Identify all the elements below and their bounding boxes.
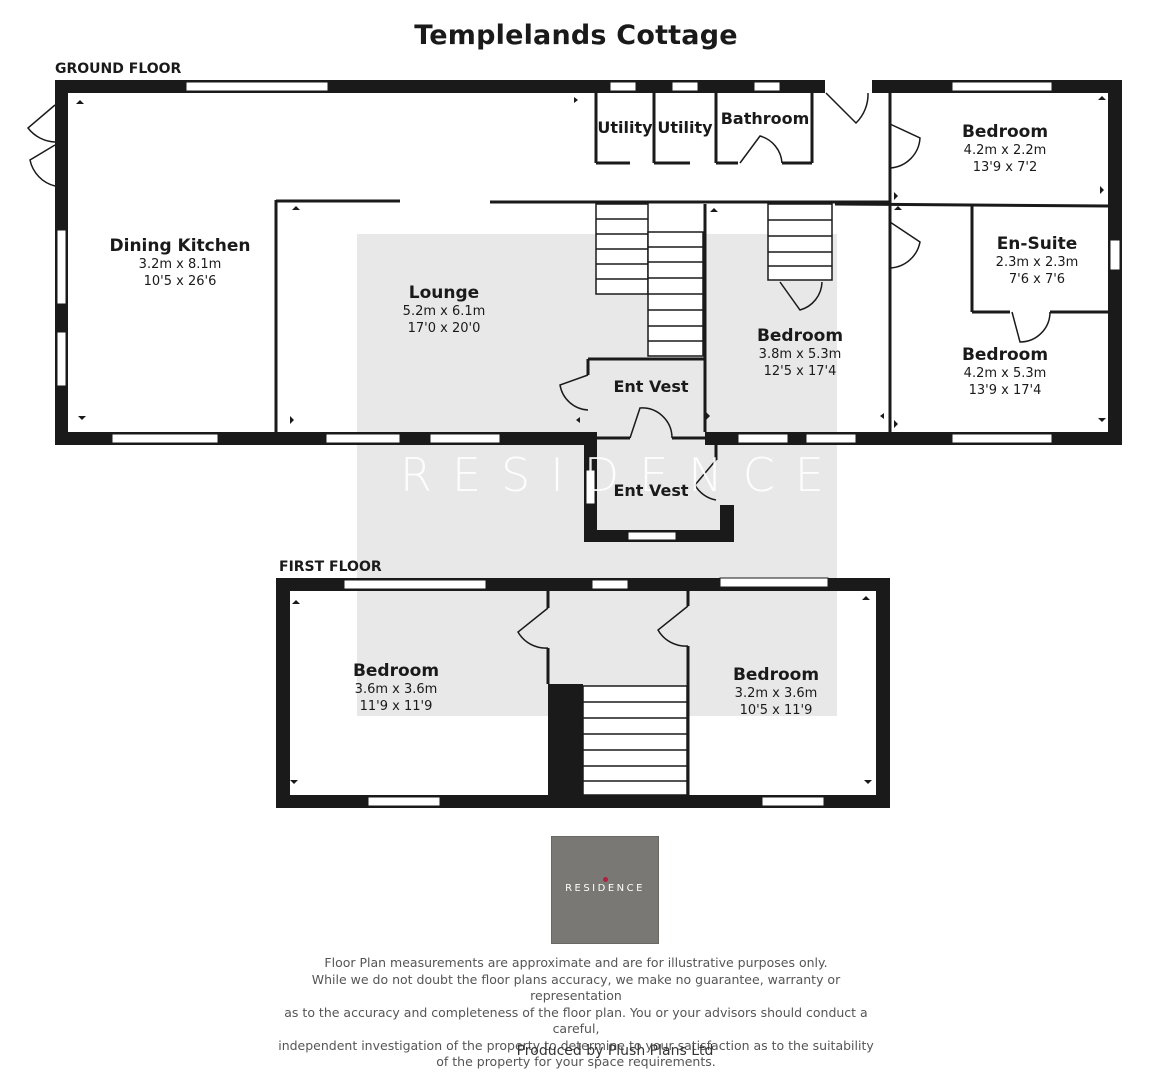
- room-first-bedroom-left: Bedroom 3.6m x 3.6m 11'9 x 11'9: [326, 661, 466, 715]
- room-en-suite: En-Suite 2.3m x 2.3m 7'6 x 7'6: [975, 234, 1099, 288]
- disclaimer: Floor Plan measurements are approximate …: [276, 955, 876, 1071]
- first-floor-doors: [517, 605, 689, 649]
- produced-by: Produced by Plush Plans Ltd: [516, 1043, 714, 1059]
- room-metric: 5.2m x 6.1m: [402, 304, 486, 320]
- room-lounge: Lounge 5.2m x 6.1m 17'0 x 20'0: [374, 283, 514, 337]
- ground-floor-stairs: [595, 203, 833, 357]
- first-floor-label: FIRST FLOOR: [279, 559, 382, 575]
- room-imperial: 12'5 x 17'4: [763, 363, 837, 379]
- room-utility-2: Utility: [657, 118, 713, 137]
- room-name: Dining Kitchen: [109, 236, 251, 256]
- ground-floor-interior-walls: [274, 93, 1109, 460]
- room-name: Bedroom: [961, 122, 1049, 142]
- room-metric: 3.8m x 5.3m: [758, 347, 842, 363]
- first-floor-stairs: [582, 685, 688, 796]
- room-bedroom-se: Bedroom 4.2m x 5.3m 13'9 x 17'4: [935, 345, 1075, 399]
- disclaimer-line: independent investigation of the propert…: [278, 1037, 874, 1053]
- logo-dot: [603, 877, 608, 882]
- room-ent-vest-2: Ent Vest: [613, 481, 689, 500]
- disclaimer-line: as to the accuracy and completeness of t…: [284, 1004, 868, 1037]
- room-first-bedroom-right: Bedroom 3.2m x 3.6m 10'5 x 11'9: [706, 665, 846, 719]
- ground-floor-doors: [26, 92, 1051, 501]
- room-metric: 4.2m x 2.2m: [963, 143, 1047, 159]
- room-bathroom: Bathroom: [720, 109, 810, 128]
- room-metric: 3.6m x 3.6m: [354, 682, 438, 698]
- room-metric: 4.2m x 5.3m: [963, 366, 1047, 382]
- room-imperial: 10'5 x 26'6: [143, 273, 217, 289]
- room-name: Bedroom: [732, 665, 820, 685]
- disclaimer-line: of the property for your space requireme…: [436, 1054, 716, 1069]
- room-name: Lounge: [408, 283, 480, 303]
- ground-floor-windows: [56, 81, 1121, 541]
- room-name: En-Suite: [996, 234, 1078, 254]
- residence-logo: RESIDENCE: [551, 836, 659, 944]
- residence-watermark: RESIDENCE: [400, 448, 844, 502]
- room-metric: 2.3m x 2.3m: [995, 255, 1079, 271]
- logo-text: RESIDENCE: [565, 883, 645, 894]
- corner-markers: [76, 96, 1106, 784]
- disclaimer-line: Floor Plan measurements are approximate …: [324, 955, 828, 970]
- room-imperial: 17'0 x 20'0: [407, 320, 481, 336]
- room-dining-kitchen: Dining Kitchen 3.2m x 8.1m 10'5 x 26'6: [95, 236, 265, 290]
- room-bedroom-center: Bedroom 3.8m x 5.3m 12'5 x 17'4: [730, 326, 870, 380]
- room-utility-1: Utility: [597, 118, 653, 137]
- room-name: Bedroom: [756, 326, 844, 346]
- room-metric: 3.2m x 3.6m: [734, 686, 818, 702]
- first-floor-windows: [343, 577, 829, 807]
- room-ent-vest-1: Ent Vest: [613, 377, 689, 396]
- room-name: Bedroom: [961, 345, 1049, 365]
- first-floor-interior-walls: [546, 591, 690, 795]
- room-metric: 3.2m x 8.1m: [138, 257, 222, 273]
- room-imperial: 10'5 x 11'9: [739, 702, 813, 718]
- room-imperial: 13'9 x 17'4: [968, 382, 1042, 398]
- room-imperial: 7'6 x 7'6: [1008, 271, 1066, 287]
- room-imperial: 13'9 x 7'2: [972, 159, 1038, 175]
- ground-floor-label: GROUND FLOOR: [55, 61, 182, 77]
- disclaimer-line: While we do not doubt the floor plans ac…: [311, 971, 841, 1004]
- room-name: Bedroom: [352, 661, 440, 681]
- plan-title: Templelands Cottage: [414, 20, 738, 51]
- room-bedroom-ne: Bedroom 4.2m x 2.2m 13'9 x 7'2: [930, 122, 1080, 176]
- room-imperial: 11'9 x 11'9: [359, 698, 433, 714]
